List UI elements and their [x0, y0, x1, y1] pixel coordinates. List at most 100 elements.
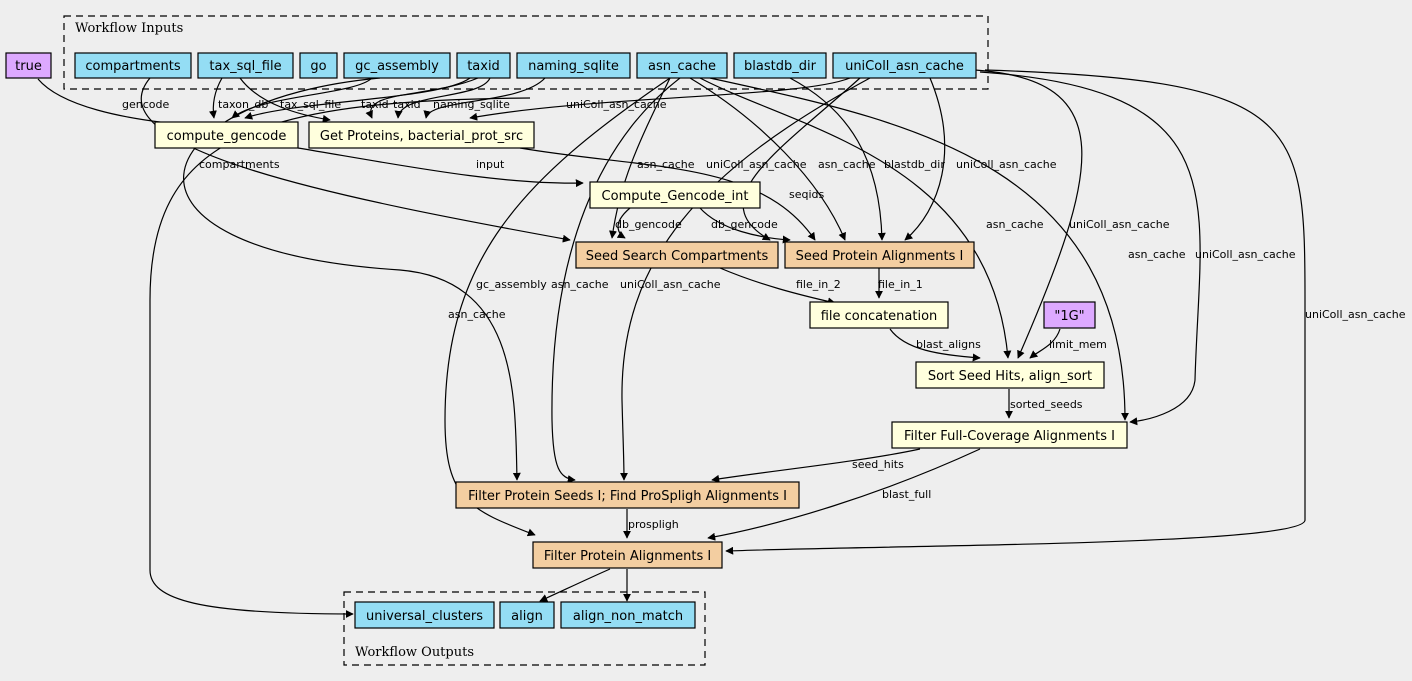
edge-asn-cache-cgi: [609, 77, 671, 239]
nodes: true compartments tax_sql_file go gc_ass…: [5, 52, 1128, 629]
edge-unicoll-get-proteins: [469, 77, 851, 121]
node-blastdb-dir[interactable]: blastdb_dir: [733, 52, 827, 79]
edge-filter-align-align: [539, 568, 611, 602]
node-true-literal-label: true: [15, 59, 42, 74]
node-compute-gencode-int[interactable]: Compute_Gencode_int: [589, 181, 761, 209]
edge-label-seqids: seqids: [789, 188, 825, 201]
edge-label-blast-full: blast_full: [882, 488, 931, 501]
node-seed-protein[interactable]: Seed Protein Alignments I: [784, 241, 975, 269]
workflow-outputs-title: Workflow Outputs: [355, 645, 474, 660]
node-filter-full-label: Filter Full-Coverage Alignments I: [904, 429, 1115, 444]
node-align[interactable]: align: [499, 601, 555, 629]
edge-blastdb-seed-protein: [789, 77, 886, 241]
edge-label-asn-cache-cgi: asn_cache: [637, 158, 695, 171]
edge-unicoll-filter-align: [725, 69, 1306, 555]
node-blastdb-dir-label: blastdb_dir: [744, 59, 817, 74]
edge-label-unicoll-getprot: uniColl_asn_cache: [566, 98, 667, 111]
edge-tax-sql-get-proteins: [239, 77, 331, 123]
edge-label-unicoll-fa: uniColl_asn_cache: [1305, 308, 1406, 321]
node-naming-sqlite[interactable]: naming_sqlite: [516, 52, 631, 79]
node-compute-gencode-label: compute_gencode: [167, 129, 287, 144]
node-true-literal[interactable]: true: [5, 52, 52, 79]
node-align-label: align: [511, 609, 543, 624]
node-naming-sqlite-label: naming_sqlite: [528, 59, 619, 74]
node-align-non-match[interactable]: align_non_match: [560, 601, 696, 629]
edge-label-db-gencode-a: db_gencode: [615, 218, 682, 231]
edge-unicoll-full: [979, 71, 1201, 426]
node-filter-seeds-label: Filter Protein Seeds I; Find ProSpligh A…: [468, 489, 787, 504]
edge-filter-full-filter-seeds: [711, 448, 921, 483]
edge-label-unicoll-seed2: uniColl_asn_cache: [956, 158, 1057, 171]
node-compute-gencode[interactable]: compute_gencode: [154, 121, 299, 149]
edge-label-gencode: gencode: [122, 98, 169, 111]
node-file-concat-label: file concatenation: [821, 309, 938, 324]
node-seed-protein-label: Seed Protein Alignments I: [796, 249, 964, 264]
edge-compute-gencode-cgi: [297, 147, 584, 188]
edge-label-asn-cache-seed: asn_cache: [818, 158, 876, 171]
node-compartments[interactable]: compartments: [74, 52, 192, 79]
node-tax-sql-file-label: tax_sql_file: [209, 59, 281, 74]
node-unicoll-asn-cache[interactable]: uniColl_asn_cache: [832, 52, 977, 79]
node-filter-full[interactable]: Filter Full-Coverage Alignments I: [891, 421, 1128, 449]
edge-asn-cache-filter-seeds: [551, 77, 681, 484]
edge-label-file-in-2: file_in_2: [796, 278, 841, 291]
node-file-concat[interactable]: file concatenation: [809, 301, 949, 329]
edge-labels: gencode taxon_db tax_sql_file taxid taxi…: [122, 98, 1406, 531]
node-seed-search-label: Seed Search Compartments: [586, 249, 769, 264]
node-taxid[interactable]: taxid: [456, 52, 511, 79]
edge-taxid-get-proteins-b: [394, 77, 491, 119]
node-get-proteins[interactable]: Get Proteins, bacterial_prot_src: [308, 121, 535, 149]
edge-file-concat-sort: [889, 328, 981, 362]
node-align-non-match-label: align_non_match: [573, 609, 683, 624]
node-sort-seed-hits-label: Sort Seed Hits, align_sort: [928, 369, 1092, 384]
node-compute-gencode-int-label: Compute_Gencode_int: [602, 189, 749, 204]
edge-label-unicoll-full: uniColl_asn_cache: [1195, 248, 1296, 261]
node-sort-seed-hits[interactable]: Sort Seed Hits, align_sort: [915, 361, 1105, 389]
edge-cgi-seed-search: [616, 207, 631, 239]
edge-asn-cache-full: [709, 77, 1129, 421]
node-get-proteins-label: Get Proteins, bacterial_prot_src: [320, 129, 523, 144]
edge-seed-search-file-concat: [719, 267, 836, 306]
edges: [37, 69, 1306, 618]
edge-label-db-gencode-b: db_gencode: [711, 218, 778, 231]
edge-get-proteins-universal-clusters: [149, 97, 531, 618]
node-gc-assembly[interactable]: gc_assembly: [343, 52, 451, 79]
edge-label-unicoll-fs: uniColl_asn_cache: [620, 278, 721, 291]
node-filter-align-label: Filter Protein Alignments I: [544, 549, 711, 564]
edge-label-taxid-a: taxid: [361, 98, 389, 111]
edge-label-asn-cache-fs: asn_cache: [551, 278, 609, 291]
edge-label-asn-cache-fa: asn_cache: [448, 308, 506, 321]
edge-tax-sql-compute-gencode: [208, 77, 223, 119]
edge-label-blastdb-dir: blastdb_dir: [884, 158, 945, 171]
edge-unicoll-seed-search: [742, 77, 861, 241]
node-universal-clusters-label: universal_clusters: [366, 609, 483, 624]
edge-asn-cache-sort: [699, 77, 1012, 359]
edge-taxid-get-proteins-a: [365, 77, 479, 119]
edge-unicoll-seed-protein: [904, 77, 946, 241]
edge-label-input: input: [476, 158, 505, 171]
node-universal-clusters[interactable]: universal_clusters: [354, 601, 495, 629]
edge-label-file-in-1: file_in_1: [878, 278, 923, 291]
node-compartments-label: compartments: [85, 59, 180, 74]
node-go[interactable]: go: [299, 52, 338, 79]
edge-label-naming-sqlite: naming_sqlite: [433, 98, 510, 111]
edge-get-proteins-seed-protein: [519, 147, 816, 241]
edge-label-prospligh: prospligh: [628, 518, 679, 531]
node-literal-1g-label: "1G": [1054, 309, 1084, 324]
workflow-outputs-cluster: Workflow Outputs: [343, 591, 706, 666]
edge-label-sorted-seeds: sorted_seeds: [1010, 398, 1083, 411]
node-filter-align[interactable]: Filter Protein Alignments I: [532, 541, 723, 569]
edge-true-compute-gencode: [37, 78, 201, 130]
node-asn-cache[interactable]: asn_cache: [636, 52, 728, 79]
edge-label-asn-cache-full: asn_cache: [1128, 248, 1186, 261]
node-filter-seeds[interactable]: Filter Protein Seeds I; Find ProSpligh A…: [455, 481, 800, 509]
node-literal-1g[interactable]: "1G": [1043, 301, 1096, 329]
node-go-label: go: [310, 59, 326, 74]
edge-cgi-seed-protein: [699, 207, 791, 244]
node-gc-assembly-label: gc_assembly: [355, 59, 439, 74]
edge-asn-cache-seed-protein: [689, 77, 846, 241]
edge-1g-sort: [1029, 328, 1061, 359]
node-tax-sql-file[interactable]: tax_sql_file: [197, 52, 294, 79]
node-seed-search[interactable]: Seed Search Compartments: [575, 241, 779, 269]
